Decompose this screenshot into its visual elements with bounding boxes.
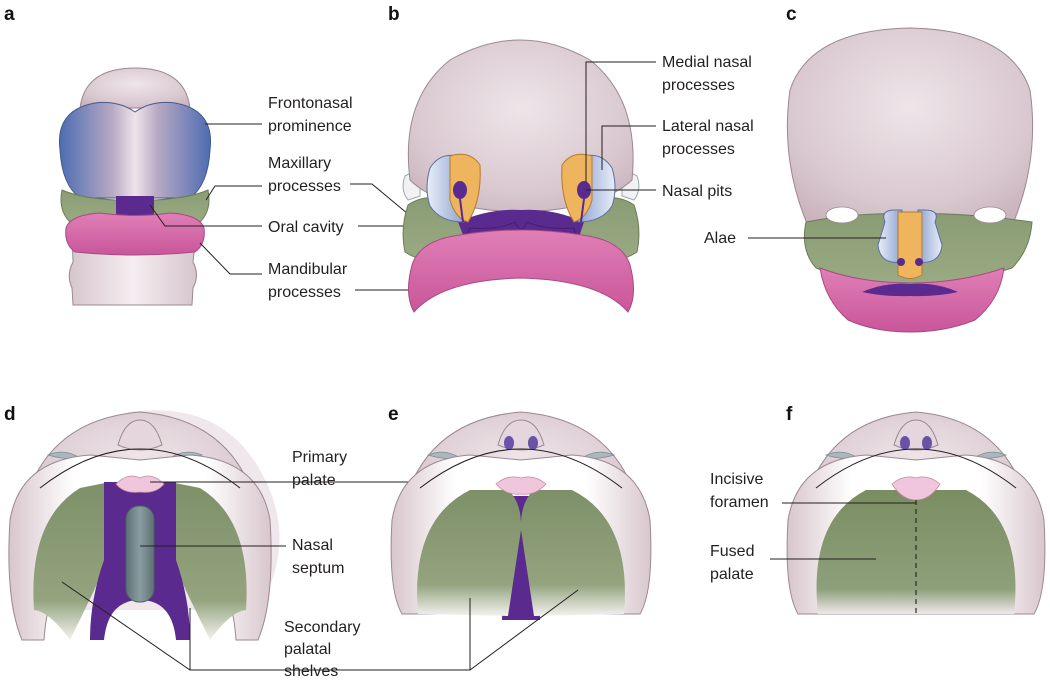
eye-c-left (825, 206, 859, 224)
panel-letter-d: d (4, 404, 16, 425)
panel-a-embryo (58, 67, 212, 306)
label-mandibular: Mandibular processes (268, 261, 352, 301)
nostril-c-left (897, 258, 905, 266)
secondary-palatal-shelf-e-right (520, 490, 625, 616)
nostril-c-right (915, 258, 923, 266)
panel-c-embryo (786, 27, 1034, 333)
label-frontonasal: Frontonasal prominence (268, 95, 357, 135)
nose-medial-c (897, 211, 923, 279)
panel-b-embryo (402, 39, 640, 313)
panel-letter-f: f (786, 404, 793, 425)
panel-letter-c: c (786, 4, 797, 25)
primary-palate-d (115, 475, 165, 493)
mandibular-processes-a (65, 212, 205, 256)
label-alae: Alae (704, 230, 736, 247)
secondary-palatal-shelf-e-left (417, 490, 522, 616)
mandibular-processes-b (408, 229, 634, 313)
label-incisive-foramen: Incisive foramen (710, 471, 769, 511)
nasal-pit-b-left (453, 181, 467, 199)
secondary-palatal-shelf-d-left (33, 482, 110, 640)
label-lateral-nasal: Lateral nasal processes (662, 118, 758, 158)
nasal-septum (125, 505, 155, 603)
label-nasal-septum: Nasal septum (292, 537, 344, 577)
panel-letter-e: e (388, 404, 399, 425)
label-maxillary-a: Maxillary processes (268, 155, 341, 195)
label-fused-palate: Fused palate (710, 543, 759, 583)
label-oral-cavity: Oral cavity (268, 219, 344, 236)
primary-palate-f (891, 476, 941, 501)
primary-palate-e (495, 476, 547, 495)
label-medial-nasal: Medial nasal processes (662, 54, 756, 94)
eye-c-right (973, 206, 1007, 224)
medial-nasal-process-b-right (561, 153, 593, 223)
panel-letter-a: a (4, 4, 15, 25)
fused-palate-shape (816, 490, 1016, 614)
panel-f-palate (786, 411, 1046, 615)
mandibular-processes-c (819, 267, 1005, 333)
label-primary-palate: Primary palate (292, 449, 352, 489)
label-secondary-palatal-shelves: Secondary palatal shelves (284, 619, 365, 680)
label-nasal-pits: Nasal pits (662, 183, 732, 200)
oral-cavity-c (862, 283, 958, 297)
frontonasal-prominence-a (58, 101, 212, 199)
nasal-pit-b-right (577, 181, 591, 199)
panel-letter-b: b (388, 4, 400, 25)
secondary-palatal-shelf-d-right (170, 482, 247, 640)
panel-d-palate (8, 410, 280, 641)
panel-e-palate (390, 411, 652, 620)
